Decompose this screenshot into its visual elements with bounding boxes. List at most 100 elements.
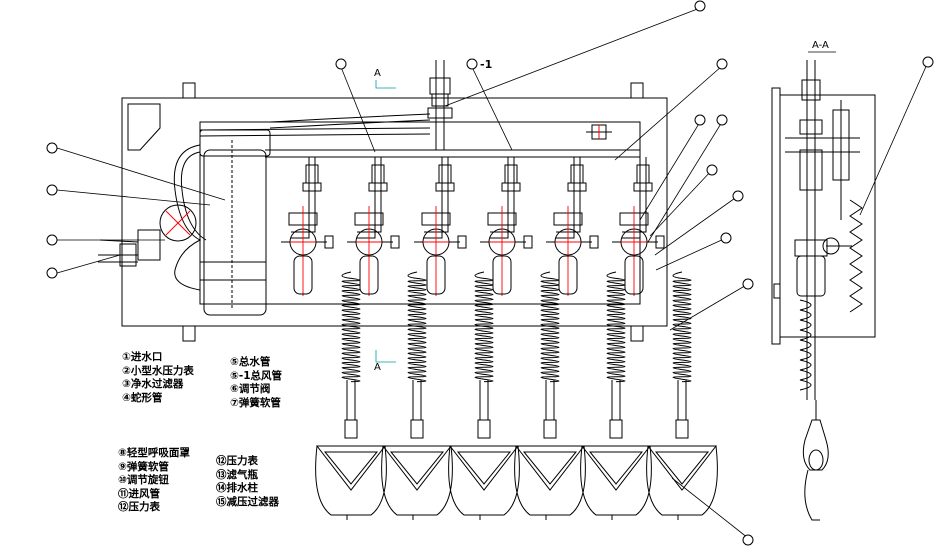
side-spring-hose <box>849 199 863 313</box>
filter-bowl <box>426 255 446 295</box>
leader-11 <box>444 7 701 107</box>
callout-14 <box>720 232 732 244</box>
serpentine-tube <box>173 144 202 291</box>
leader-8 <box>671 477 749 539</box>
water-filter-tank <box>203 149 267 316</box>
leader-12 <box>647 121 723 243</box>
legend-item: ⑭排水柱 <box>216 482 258 494</box>
legend-column-4: ⑫压力表 ⑬滤气瓶 ⑭排水柱 ⑮减压过滤器 <box>216 455 279 509</box>
breathing-mask <box>580 445 652 491</box>
callout-11 <box>694 0 706 12</box>
callout-8 <box>742 534 754 546</box>
cabinet-outline <box>121 97 668 327</box>
mount-lug <box>630 325 644 342</box>
leader-5 <box>340 66 376 153</box>
mask-connector <box>344 419 358 439</box>
side-mask <box>802 419 829 471</box>
callout-13 <box>706 164 718 176</box>
leader-14 <box>655 237 727 271</box>
filter-bowl <box>359 255 379 295</box>
callout-5-1-suffix: -1 <box>480 58 492 71</box>
legend-item: ③净水过滤器 <box>122 378 184 390</box>
callout-2 <box>46 234 58 246</box>
legend-item: ⑬滤气瓶 <box>216 468 258 481</box>
inlet-port <box>137 229 161 261</box>
legend-item: ⑪进风管 <box>118 487 160 500</box>
legend-item: ⑨弹簧软管 <box>118 460 169 473</box>
spring-hose <box>407 271 427 383</box>
legend-item: ⑫压力表 <box>118 501 160 513</box>
filter-bowl <box>492 255 512 295</box>
legend-item: ⑥调节阀 <box>230 383 271 395</box>
spring-hose <box>341 271 361 383</box>
breathing-mask <box>315 445 387 491</box>
legend-item: ⑩调节旋钮 <box>118 474 169 486</box>
legend-item: ⑤总水管 <box>230 356 271 368</box>
callout-12 <box>716 114 728 126</box>
filter-bowl <box>624 255 644 295</box>
spring-hose <box>540 271 560 383</box>
spring-hose <box>672 271 692 383</box>
callout-4 <box>46 142 58 154</box>
filter-bowl <box>558 255 578 295</box>
regulator-valve <box>570 164 584 184</box>
legend-column-2: ⑤总水管 ⑤-1总风管 ⑥调节阀 ⑦弹簧软管 <box>230 356 282 410</box>
legend-column-3: ⑧轻型呼吸面罩 ⑨弹簧软管 ⑩调节旋钮 ⑪进风管 ⑫压力表 <box>118 447 190 515</box>
section-mark-bottom: A <box>374 362 381 373</box>
regulator-valve <box>371 164 385 184</box>
callout-6 <box>716 58 728 70</box>
callout-1 <box>46 267 58 279</box>
regulator-valve <box>305 164 319 184</box>
callout-5 <box>335 58 347 70</box>
leader-10 <box>654 195 739 256</box>
callout-9 <box>742 278 754 290</box>
leader-9 <box>669 283 749 331</box>
section-view-label: A-A <box>812 40 829 51</box>
regulator-valve <box>636 164 650 184</box>
section-mark-top: A <box>374 68 381 79</box>
mask-connector <box>410 419 424 439</box>
callout-15 <box>694 114 706 126</box>
mask-connector <box>675 419 689 439</box>
filter-bowl <box>293 255 313 295</box>
callout-3 <box>46 184 58 196</box>
legend-column-1: ①进水口 ②小型水压力表 ③净水过滤器 ④蛇形管 <box>122 351 194 405</box>
mask-connector <box>543 419 557 439</box>
leader-4 <box>56 147 226 201</box>
breathing-mask <box>381 445 453 491</box>
regulator-valve <box>438 164 452 184</box>
leader-15 <box>639 121 701 221</box>
legend-item: ⑤-1总风管 <box>230 369 283 382</box>
leader-3 <box>56 189 211 206</box>
leader-6 <box>614 65 723 161</box>
legend-item: ⑫压力表 <box>216 455 258 467</box>
mask-connector <box>609 419 623 439</box>
left-bracket <box>127 103 161 151</box>
mask-connector <box>477 419 491 439</box>
mount-lug <box>182 325 196 342</box>
spring-hose <box>474 271 494 383</box>
legend-item: ⑧轻型呼吸面罩 <box>118 447 190 459</box>
callout-5-1 <box>466 58 478 70</box>
legend-item: ①进水口 <box>122 351 163 363</box>
leader-7 <box>859 61 929 216</box>
side-view-cabinet <box>779 94 876 338</box>
mount-lug <box>182 82 196 99</box>
breathing-mask <box>646 445 718 491</box>
side-filter <box>796 255 826 297</box>
water-pressure-gauge <box>159 204 197 242</box>
regulator-valve <box>504 164 518 184</box>
leader-13 <box>649 169 713 237</box>
spring-hose <box>606 271 626 383</box>
callout-10 <box>732 190 744 202</box>
legend-item: ②小型水压力表 <box>122 364 194 377</box>
legend-item: ⑮减压过滤器 <box>216 495 279 508</box>
breathing-mask <box>514 445 586 491</box>
side-inlet-valve <box>801 79 821 101</box>
mount-lug <box>630 82 644 99</box>
leader-5-1 <box>471 66 513 151</box>
breathing-mask <box>448 445 520 491</box>
callout-7 <box>922 56 934 68</box>
